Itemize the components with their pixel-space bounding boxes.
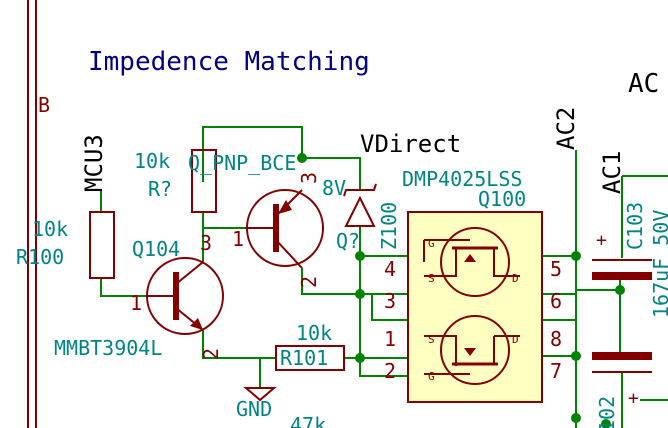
mosfet-pin-5: 5 — [550, 257, 562, 281]
zener-value: 8V — [322, 176, 346, 200]
q104-pin-emitter: 2 — [199, 348, 223, 360]
mosfet-ref: Q100 — [478, 187, 526, 211]
q-pnp-pin-collector: 2 — [297, 276, 321, 288]
q104-value: MMBT3904L — [54, 336, 162, 360]
mcu-net-label: MCU3 — [80, 134, 108, 192]
r101-value: 10k — [296, 321, 332, 345]
capacitor-lower — [592, 352, 652, 373]
lower-fet-g-label: G — [428, 370, 435, 383]
mosfet-pin-6: 6 — [550, 289, 562, 313]
lower-fet-s-label: S — [428, 333, 435, 346]
transistor-q104 — [146, 257, 224, 335]
resistor-pnp-bias — [191, 149, 217, 213]
mosfet-pin-3: 3 — [384, 289, 396, 313]
ac2-net-label: AC2 — [552, 107, 580, 150]
mosfet-ic-q100: G S D S G D — [407, 211, 543, 403]
wires — [100, 126, 668, 428]
mosfet-pin-7: 7 — [550, 359, 562, 383]
zener-ref: Z100 — [377, 202, 401, 250]
c103-value: 167uF 50V — [649, 210, 668, 318]
upper-fet-d-label: D — [512, 272, 519, 285]
junctions — [297, 153, 625, 428]
q104-ref: Q104 — [132, 237, 180, 261]
q-pnp-pin-base: 1 — [232, 227, 244, 251]
mosfet-pin-1: 1 — [384, 327, 396, 351]
pnp-bias-resistor-ref: R? — [148, 177, 172, 201]
upper-fet-g-label: G — [428, 237, 435, 250]
mosfet-value: DMP4025LSS — [402, 167, 522, 191]
capacitor-c103 — [592, 259, 652, 280]
lower-fet-d-label: D — [512, 333, 519, 346]
gnd-symbol — [243, 387, 277, 402]
title-note: Impedence Matching — [88, 47, 370, 77]
vdirect-net-label: VDirect — [360, 130, 461, 158]
partial-resistor-value: 47k — [290, 413, 326, 428]
lower-cap-plus: + — [628, 388, 639, 409]
r100-ref: R100 — [16, 245, 64, 269]
c103-ref: C103 — [623, 202, 647, 250]
resistor-r101 — [275, 345, 345, 371]
lower-cap-ref-partial: 102 — [595, 396, 619, 428]
sheet-row-label: B — [38, 93, 50, 117]
r101-ref: R101 — [280, 346, 328, 370]
q-pnp-value: Q_PNP_BCE — [188, 151, 296, 175]
ac1-net-label: AC1 — [598, 151, 626, 194]
transistor-q-pnp — [245, 189, 324, 269]
zener-diode-z100 — [343, 183, 377, 227]
resistor-r100 — [89, 211, 115, 279]
mosfet-pin-2: 2 — [384, 359, 396, 383]
ac-net-label-partial: AC — [628, 69, 659, 99]
q-pnp-pin-emitter: 3 — [297, 172, 321, 184]
q-pnp-ref: Q? — [336, 229, 360, 253]
mosfet-pin-8: 8 — [550, 327, 562, 351]
gnd-net-label: GND — [236, 397, 272, 421]
upper-fet-s-label: S — [428, 272, 435, 285]
r100-value: 10k — [32, 217, 68, 241]
q104-pin-collector: 3 — [200, 231, 212, 255]
mosfet-pin-4: 4 — [384, 257, 396, 281]
c103-plus: + — [596, 230, 607, 251]
sheet-border — [27, 0, 37, 428]
q104-pin-base: 1 — [130, 291, 142, 315]
pnp-bias-resistor-value: 10k — [134, 149, 170, 173]
